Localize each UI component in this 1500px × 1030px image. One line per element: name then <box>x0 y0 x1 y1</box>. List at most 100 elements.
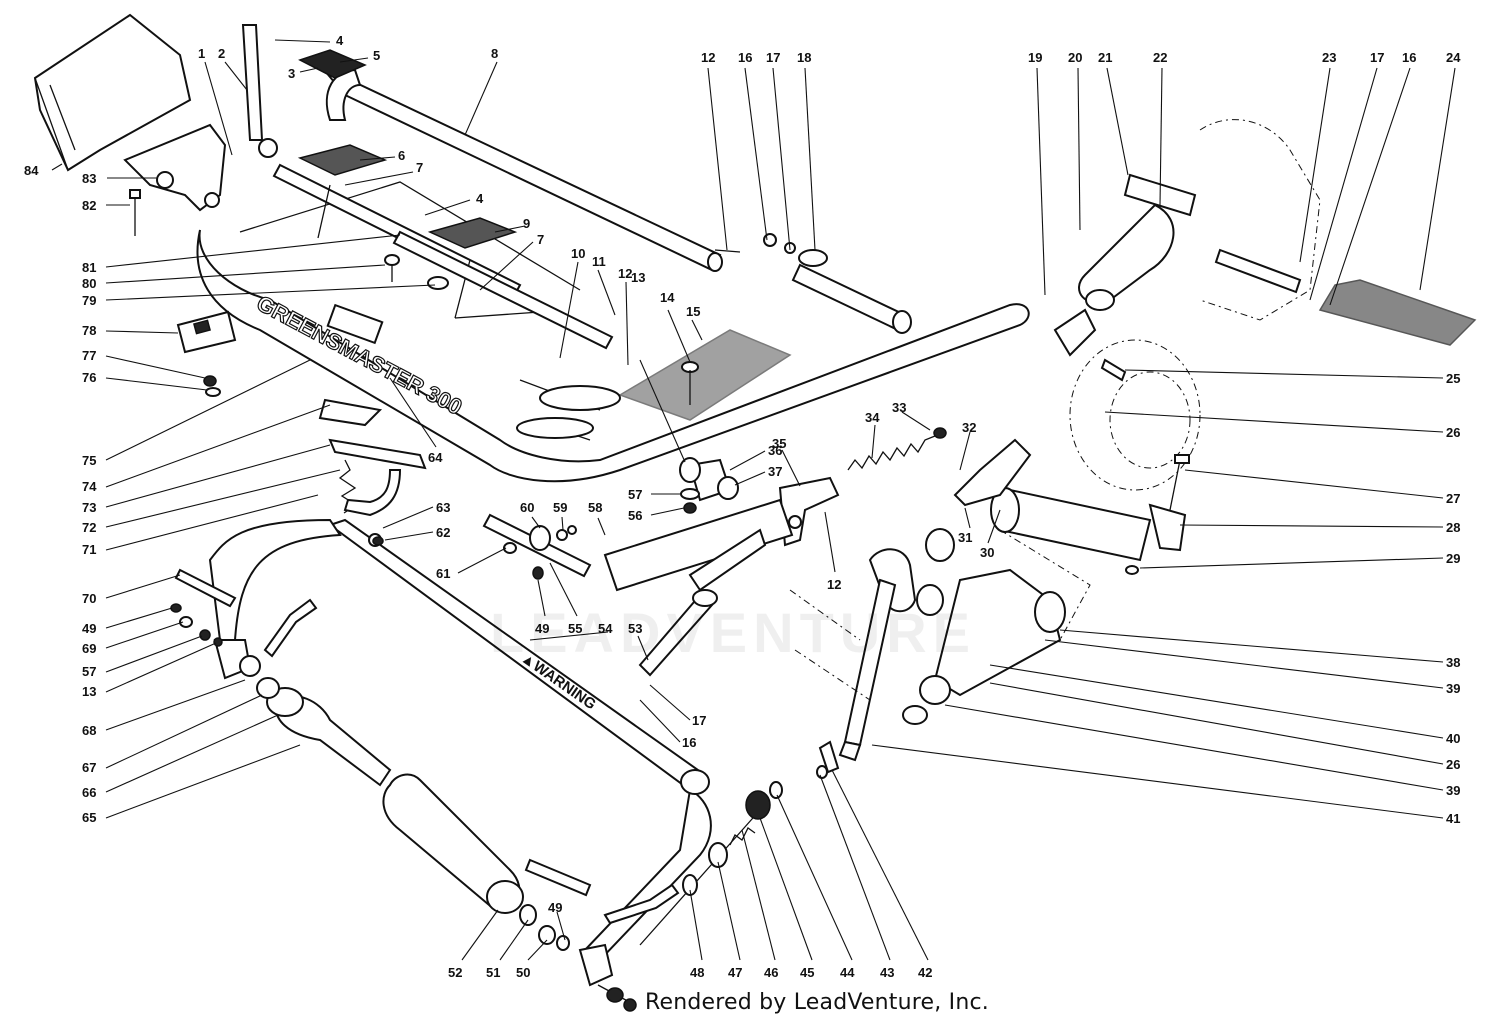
callout-79: 79 <box>82 293 96 308</box>
callout-34: 34 <box>865 410 880 425</box>
callout-38: 38 <box>1446 655 1460 670</box>
pedal-5-part <box>298 49 367 79</box>
pedal-rod-part <box>319 64 723 272</box>
callout-55: 55 <box>568 621 582 636</box>
callout-70: 70 <box>82 591 96 606</box>
latch-bracket-part <box>318 398 427 547</box>
callout-76: 76 <box>82 370 96 385</box>
callout-9: 9 <box>523 216 530 231</box>
callout-62: 62 <box>436 525 450 540</box>
callout-51: 51 <box>486 965 500 980</box>
callout-49b: 49 <box>535 621 549 636</box>
shaft-11-part <box>392 230 614 350</box>
callout-8: 8 <box>491 46 498 61</box>
callout-40: 40 <box>1446 731 1460 746</box>
callout-24: 24 <box>1446 50 1461 65</box>
callout-25: 25 <box>1446 371 1460 386</box>
main-frame-part <box>196 181 1030 483</box>
callout-46: 46 <box>764 965 778 980</box>
callout-17c: 17 <box>1370 50 1384 65</box>
callout-35: 35 <box>772 436 786 451</box>
callout-1: 1 <box>198 46 205 61</box>
callout-67: 67 <box>82 760 96 775</box>
callout-22: 22 <box>1153 50 1167 65</box>
callout-49c: 49 <box>548 900 562 915</box>
callout-75: 75 <box>82 453 96 468</box>
bracket-35-part <box>778 476 840 547</box>
callout-77: 77 <box>82 348 96 363</box>
frame-stencil-text: GREENSMASTER 300 <box>253 290 467 419</box>
bracket-28-part <box>1125 454 1190 575</box>
watermark: LEADVENTURE <box>490 601 977 664</box>
tube-53-part <box>603 498 794 592</box>
callout-17: 17 <box>766 50 780 65</box>
bellcrank-part <box>838 528 955 762</box>
lift-arm-part <box>902 438 1152 725</box>
callout-numbers: 84 1 2 4 5 3 8 83 82 6 7 4 9 7 81 80 79 … <box>24 33 1461 980</box>
callout-26b: 26 <box>1446 757 1460 772</box>
callout-18: 18 <box>797 50 811 65</box>
callout-6: 6 <box>398 148 405 163</box>
callout-16: 16 <box>738 50 752 65</box>
callout-28: 28 <box>1446 520 1460 535</box>
callout-39: 39 <box>1446 681 1460 696</box>
callout-32: 32 <box>962 420 976 435</box>
leader-lines <box>51 39 1456 961</box>
spring-34-part <box>847 435 936 471</box>
callout-12: 12 <box>701 50 715 65</box>
bolt-82-part <box>129 189 141 236</box>
callout-61: 61 <box>436 566 450 581</box>
callout-49: 49 <box>82 621 96 636</box>
bolt-14-part <box>681 361 699 405</box>
callout-12c: 12 <box>827 577 841 592</box>
credit-line: Rendered by LeadVenture, Inc. <box>645 990 989 1015</box>
pedal-6-part <box>297 144 388 176</box>
phantom-line <box>789 529 1091 701</box>
callout-54: 54 <box>598 621 613 636</box>
callout-39b: 39 <box>1446 783 1460 798</box>
callout-41: 41 <box>1446 811 1460 826</box>
roller-52-part <box>382 773 570 951</box>
callout-4b: 4 <box>476 191 484 206</box>
callout-31: 31 <box>958 530 972 545</box>
axle-23-part <box>1214 248 1302 294</box>
callout-13b: 13 <box>631 270 645 285</box>
seat-fender-part <box>33 13 192 172</box>
callout-63: 63 <box>436 500 450 515</box>
callout-11: 11 <box>592 254 606 269</box>
callout-17b: 17 <box>692 713 706 728</box>
callout-29: 29 <box>1446 551 1460 566</box>
callout-7: 7 <box>416 160 423 175</box>
steering-cylinder-part <box>1053 173 1197 357</box>
callout-82: 82 <box>82 198 96 213</box>
clamp-78-part <box>176 310 237 397</box>
callout-57: 57 <box>82 664 96 679</box>
callout-45: 45 <box>800 965 814 980</box>
callout-33: 33 <box>892 400 906 415</box>
callout-12b: 12 <box>618 266 632 281</box>
callout-73: 73 <box>82 500 96 515</box>
callout-56: 56 <box>628 508 642 523</box>
callout-78: 78 <box>82 323 96 338</box>
callout-44: 44 <box>840 965 855 980</box>
callout-21: 21 <box>1098 50 1112 65</box>
roller-65-part <box>239 655 392 787</box>
callout-52: 52 <box>448 965 462 980</box>
callout-66: 66 <box>82 785 96 800</box>
callout-30: 30 <box>980 545 994 560</box>
callout-59: 59 <box>553 500 567 515</box>
callout-4: 4 <box>336 33 344 48</box>
callout-37: 37 <box>768 464 782 479</box>
callout-80: 80 <box>82 276 96 291</box>
callout-10: 10 <box>571 246 585 261</box>
callout-19: 19 <box>1028 50 1042 65</box>
height-adjuster-part <box>639 740 840 946</box>
callout-84: 84 <box>24 163 39 178</box>
callout-83: 83 <box>82 171 96 186</box>
callout-7b: 7 <box>537 232 544 247</box>
footrest-part <box>1318 279 1477 346</box>
callout-36: 36 <box>768 443 782 458</box>
callout-71: 71 <box>82 542 96 557</box>
callout-60: 60 <box>520 500 534 515</box>
